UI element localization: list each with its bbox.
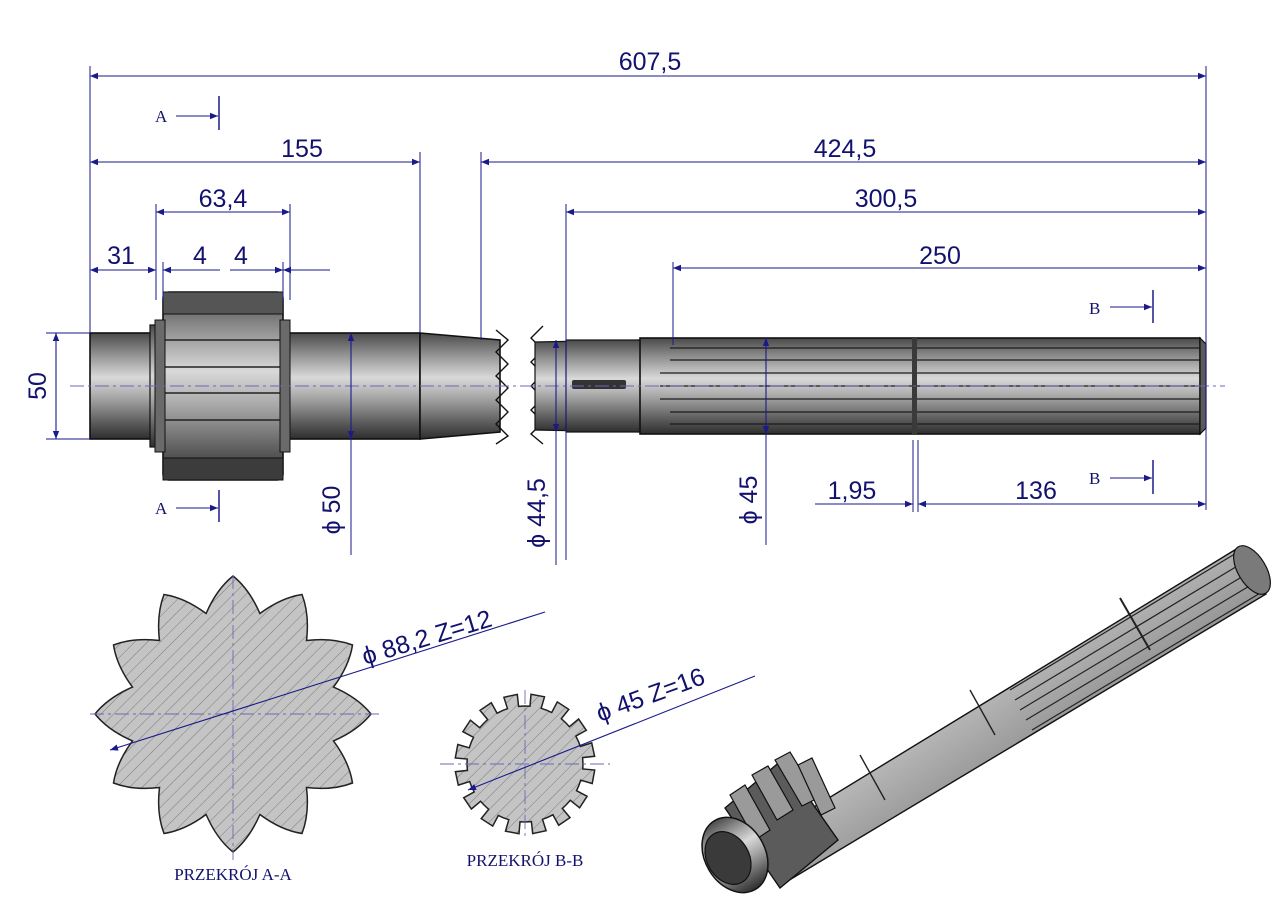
shaft-3d-view [701,545,1271,894]
section-aa-label: PRZEKRÓJ A-A [174,865,292,884]
shaft-side-view [70,291,1225,481]
dim-spline-diameter: ϕ 45 [735,476,763,525]
section-aa: ϕ 88,2 Z=12 PRZEKRÓJ A-A [90,575,546,884]
dim-total-length: 607,5 [619,48,682,76]
dim-shaft-diameter: ϕ 50 [318,486,346,535]
dim-gap-right: 4 [234,242,248,270]
dim-journal-diameter: 50 [24,372,52,400]
dim-left-offset: 31 [107,242,135,270]
dim-right-part: 424,5 [814,135,877,163]
section-mark-b-bottom: B [1089,469,1100,488]
section-mark-a-bottom: A [155,499,168,518]
dim-spline-length: 250 [919,242,961,270]
dim-end-length: 136 [1015,477,1057,505]
section-aa-spec: ϕ 88,2 Z=12 [359,605,496,671]
section-mark-a-top: A [155,107,168,126]
dim-spline-zone: 300,5 [855,185,918,213]
section-mark-b-top: B [1089,299,1100,318]
dim-gear-width: 63,4 [199,185,248,213]
section-bb: ϕ 45 Z=16 PRZEKRÓJ B-B [440,663,756,870]
section-bb-label: PRZEKRÓJ B-B [467,851,584,870]
section-marks: A A B B [155,96,1154,522]
dim-gap-left: 4 [193,242,207,270]
dimensions: 607,5 155 424,5 300,5 250 63,4 31 4 4 50… [24,48,1207,565]
dim-neck-diameter: ϕ 44,5 [523,478,551,548]
dim-groove-width: 1,95 [828,477,877,505]
dim-left-part: 155 [281,135,323,163]
